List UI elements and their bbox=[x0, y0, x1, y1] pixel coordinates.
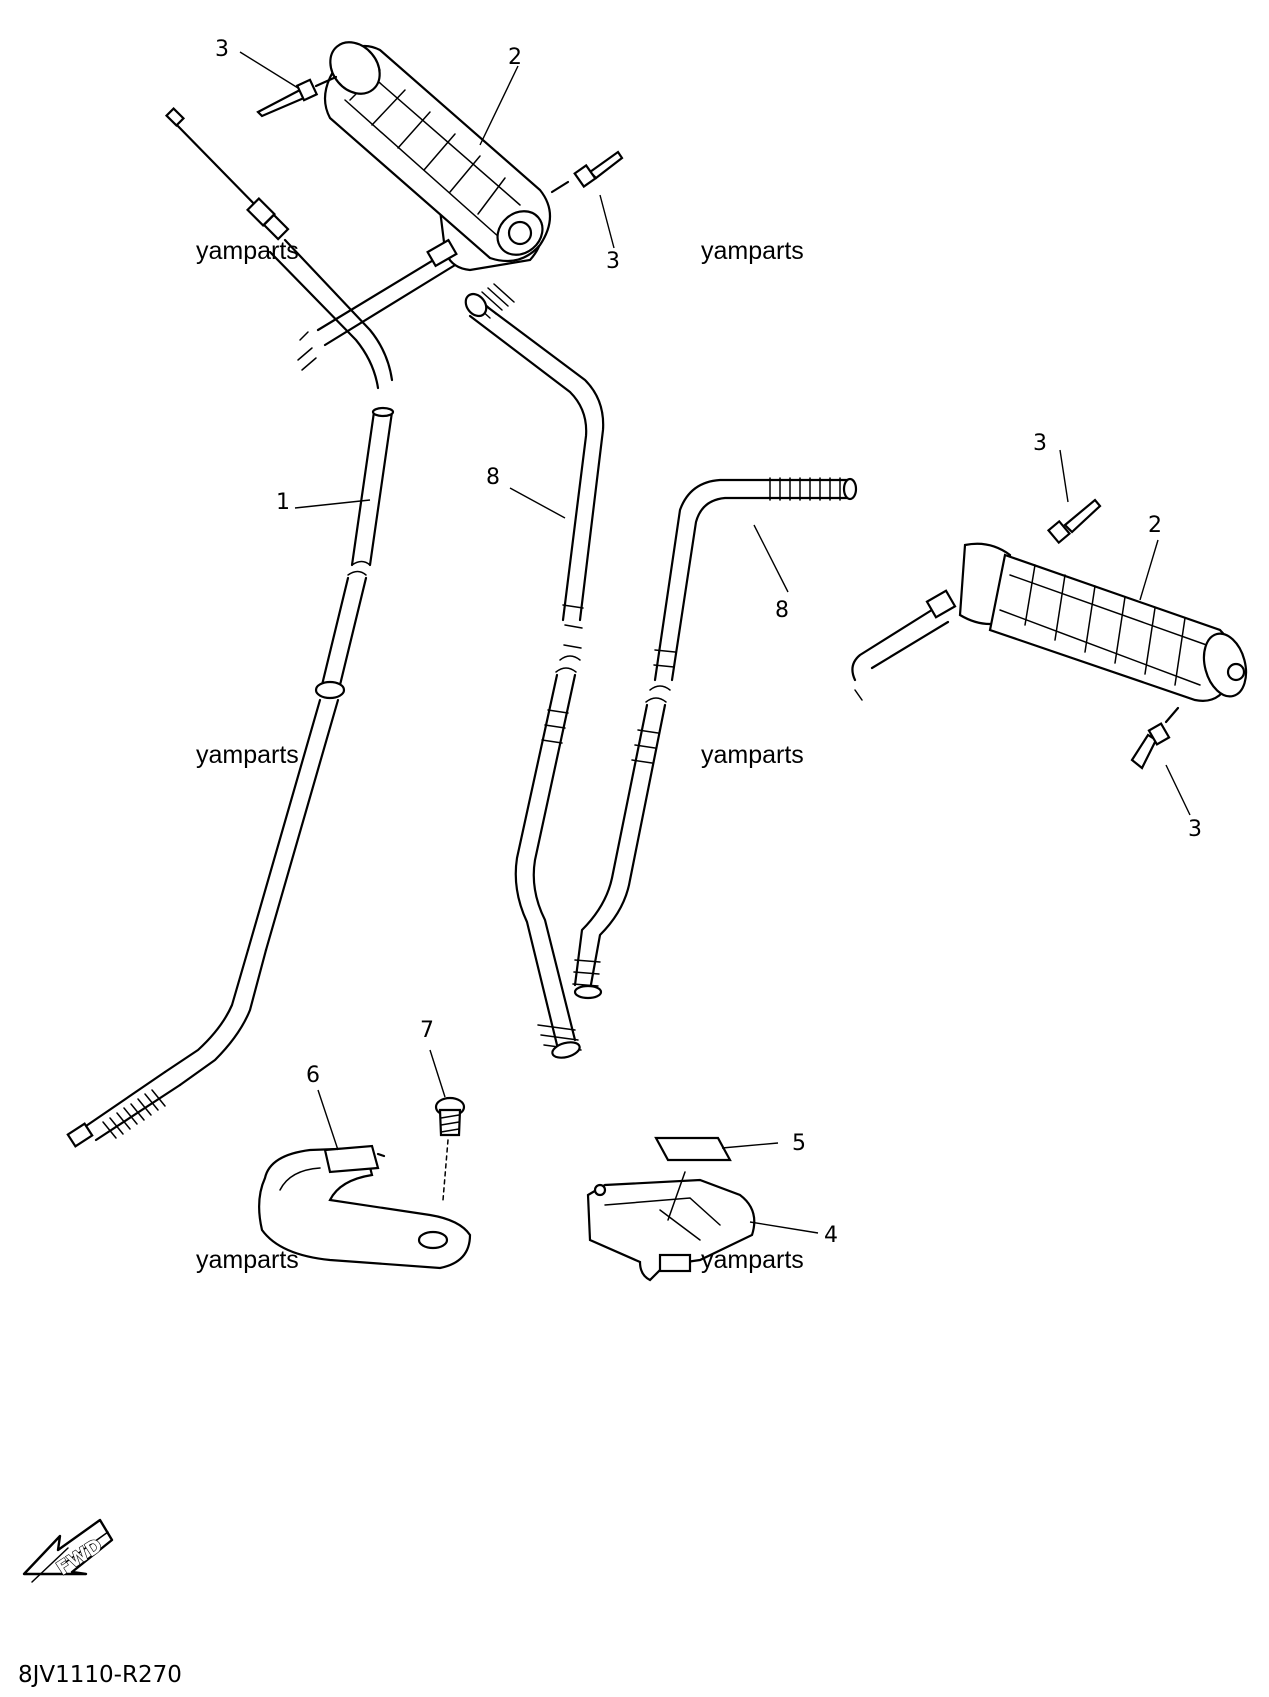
callout-2-right: 2 bbox=[1148, 513, 1162, 538]
watermark-6: yamparts bbox=[701, 1246, 804, 1274]
screw-3a bbox=[256, 75, 338, 118]
leader-lines bbox=[239, 51, 1191, 1234]
callout-4: 4 bbox=[824, 1223, 838, 1248]
grip-right bbox=[851, 542, 1248, 702]
grip-upper bbox=[299, 41, 552, 347]
screw-7 bbox=[434, 1096, 466, 1201]
throttle-cable bbox=[66, 106, 395, 1148]
screw-3c bbox=[1046, 498, 1102, 545]
watermarks: yamparts yamparts yamparts yamparts yamp… bbox=[196, 237, 804, 1274]
callout-labels: 1 2 2 3 3 3 3 4 5 6 7 8 8 bbox=[215, 37, 1202, 1248]
handlebar-right bbox=[572, 477, 858, 1000]
watermark-3: yamparts bbox=[196, 741, 299, 769]
diagram-code: 8JV1110-R270 bbox=[18, 1662, 182, 1688]
callout-6: 6 bbox=[306, 1063, 320, 1088]
handlebar-left bbox=[464, 283, 605, 1059]
screw-3b bbox=[550, 150, 624, 194]
watermark-5: yamparts bbox=[196, 1246, 299, 1274]
callout-5: 5 bbox=[792, 1131, 806, 1156]
callout-3-right-bottom: 3 bbox=[1188, 817, 1202, 842]
callout-8-right: 8 bbox=[775, 598, 789, 623]
switch-4 bbox=[586, 1178, 756, 1282]
watermark-4: yamparts bbox=[701, 741, 804, 769]
callout-3-upper-right: 3 bbox=[606, 249, 620, 274]
callout-1: 1 bbox=[276, 490, 290, 515]
callout-2-upper: 2 bbox=[508, 45, 522, 70]
pad-5 bbox=[654, 1136, 732, 1221]
callout-3-right-top: 3 bbox=[1033, 431, 1047, 456]
bracket-6 bbox=[258, 1144, 472, 1270]
callout-7: 7 bbox=[420, 1018, 434, 1043]
watermark-1: yamparts bbox=[196, 237, 299, 265]
watermark-2: yamparts bbox=[701, 237, 804, 265]
callout-3-upper-left: 3 bbox=[215, 37, 229, 62]
screw-3d bbox=[1130, 706, 1180, 770]
callout-8-left: 8 bbox=[486, 465, 500, 490]
fwd-arrow-icon: FWD bbox=[22, 1518, 114, 1583]
